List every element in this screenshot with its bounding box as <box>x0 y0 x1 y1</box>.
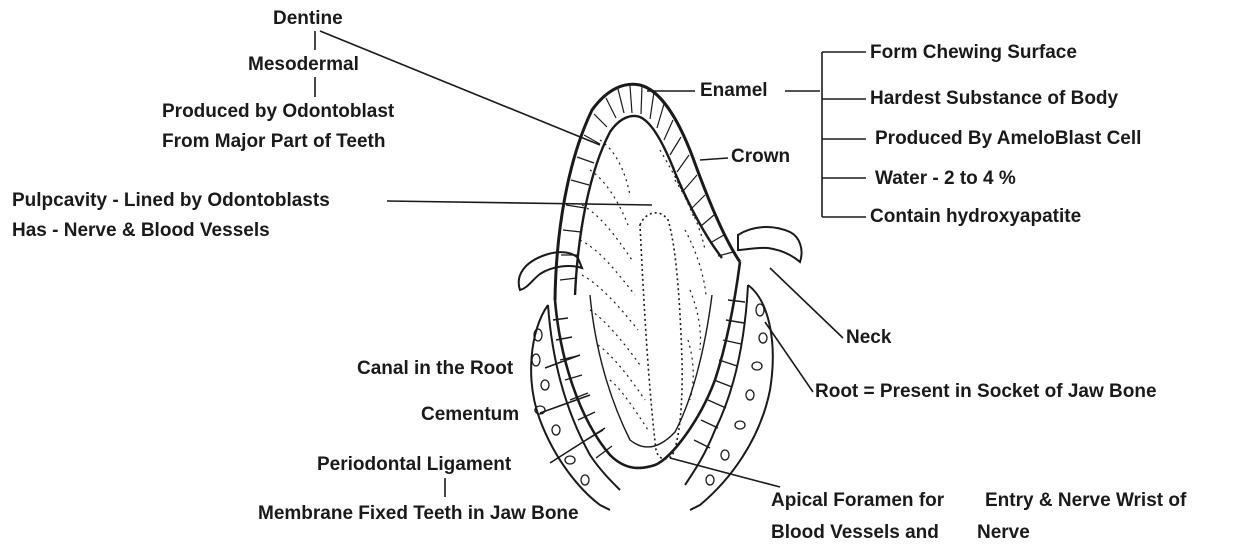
left-gum <box>519 252 582 290</box>
enamel-fact-3: Produced By AmeloBlast Cell <box>875 128 1141 150</box>
label-nerve-vessels: Has - Nerve & Blood Vessels <box>12 220 270 242</box>
label-root: Root = Present in Socket of Jaw Bone <box>815 381 1157 403</box>
label-membrane: Membrane Fixed Teeth in Jaw Bone <box>258 503 579 525</box>
pulp-cavity <box>640 213 682 459</box>
label-enamel: Enamel <box>700 80 768 102</box>
label-produced-odontoblast: Produced by Odontoblast <box>162 101 394 123</box>
enamel-fact-4: Water - 2 to 4 % <box>875 168 1016 190</box>
label-apical-3: Blood Vessels and <box>771 522 939 544</box>
right-gum <box>738 227 802 262</box>
label-neck: Neck <box>846 327 891 349</box>
label-dentine: Dentine <box>273 8 343 30</box>
enamel-fact-5: Contain hydroxyapatite <box>870 206 1081 228</box>
label-mesodermal: Mesodermal <box>248 54 359 76</box>
enamel-fact-1: Form Chewing Surface <box>870 42 1077 64</box>
label-pulpcavity: Pulpcavity - Lined by Odontoblasts <box>12 190 330 212</box>
label-periodontal: Periodontal Ligament <box>317 454 511 476</box>
label-cementum: Cementum <box>421 404 519 426</box>
label-major-part: From Major Part of Teeth <box>162 131 385 153</box>
label-apical-4: Nerve <box>977 522 1030 544</box>
label-canal: Canal in the Root <box>357 358 513 380</box>
enamel-fact-2: Hardest Substance of Body <box>870 88 1118 110</box>
label-apical-1: Apical Foramen for <box>771 490 944 512</box>
label-crown: Crown <box>731 146 790 168</box>
jaw-bone-left <box>531 305 610 510</box>
label-apical-2: Entry & Nerve Wrist of <box>985 490 1186 512</box>
